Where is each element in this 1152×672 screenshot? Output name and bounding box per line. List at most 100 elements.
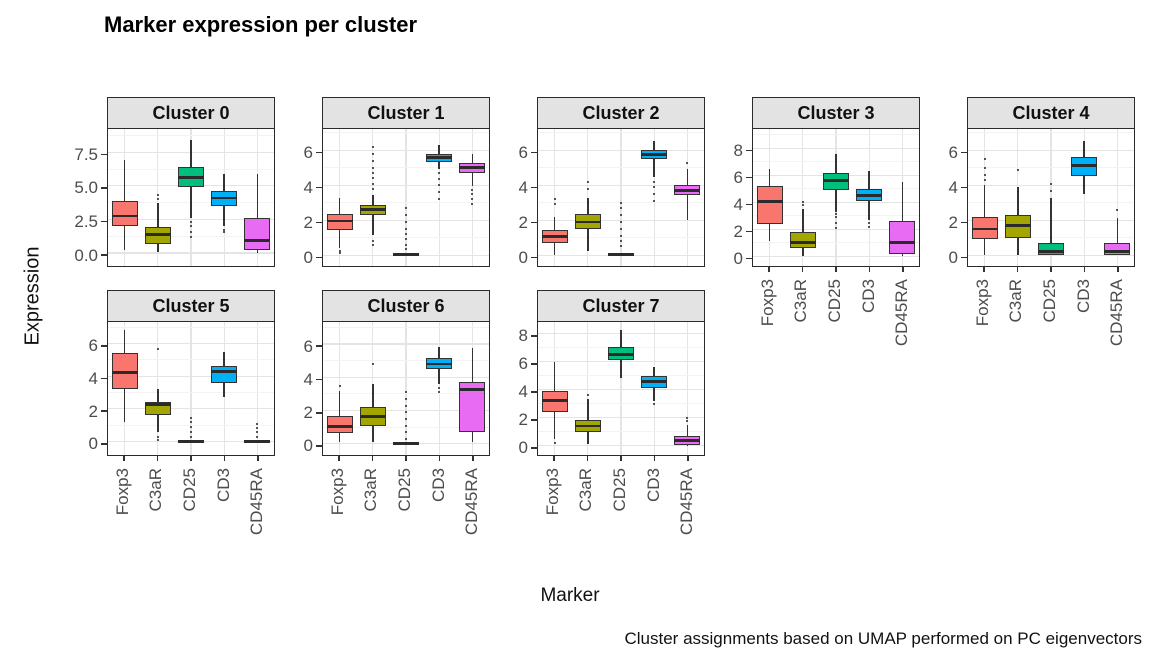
gridline-minor: [753, 215, 919, 217]
y-tick: [961, 256, 967, 259]
whisker: [686, 424, 689, 446]
facet-strip-label: Cluster 3: [797, 103, 875, 123]
gridline-major: [538, 184, 704, 186]
x-tick-label-C3aR: C3aR: [1006, 279, 1026, 323]
gridline-minor: [538, 403, 704, 405]
x-tick-label-C3aR: C3aR: [791, 279, 811, 323]
outlier-dot: [190, 425, 192, 428]
outlier-dot: [438, 178, 441, 181]
plot-panel: [322, 321, 490, 457]
outlier-dot: [438, 184, 441, 187]
gridline-major: [538, 219, 704, 221]
gridline-major: [968, 184, 1134, 186]
outlier-dot: [223, 228, 226, 231]
gridline-minor: [538, 237, 704, 239]
plot-panel: [537, 128, 705, 268]
outlier-dot: [156, 438, 159, 441]
outlier-dot: [371, 166, 374, 169]
boxplot-box-Foxp3: [756, 186, 783, 224]
outlier-dot: [586, 394, 589, 397]
y-tick: [316, 411, 322, 414]
outlier-dot: [405, 411, 407, 414]
y-tick-label: 6: [303, 336, 313, 356]
x-tick-label-CD3: CD3: [428, 468, 448, 503]
median-line: [1004, 224, 1031, 227]
gridline-vertical: [339, 322, 341, 456]
y-tick: [316, 221, 322, 224]
gridline-major: [108, 218, 274, 220]
y-tick: [746, 203, 752, 206]
outlier-dot: [371, 243, 374, 246]
outlier-dot: [553, 203, 556, 206]
outlier-dot: [190, 235, 192, 238]
outlier-dot: [405, 243, 407, 246]
y-tick: [101, 377, 107, 380]
y-tick-label: 4: [303, 369, 313, 389]
y-axis-title: Expression: [21, 246, 44, 346]
x-tick-label-CD25: CD25: [610, 468, 629, 512]
gridline-vertical: [802, 129, 804, 267]
outlier-dot: [471, 198, 474, 201]
gridline-minor: [323, 237, 489, 239]
gridline-vertical: [554, 129, 556, 267]
gridline-vertical: [686, 322, 688, 456]
gridline-major: [108, 375, 274, 377]
median-line: [541, 399, 568, 403]
y-tick-label: 2.5: [74, 212, 98, 231]
outlier-dot: [438, 172, 441, 174]
x-tick-label-C3aR: C3aR: [146, 468, 166, 512]
outlier-dot: [438, 391, 441, 394]
gridline-vertical: [157, 322, 159, 456]
facet-strip: Cluster 5: [107, 290, 275, 323]
y-tick: [746, 176, 752, 179]
gridline-major: [753, 147, 919, 149]
x-tick: [983, 266, 985, 272]
y-tick: [531, 335, 537, 337]
median-line: [244, 439, 271, 443]
boxplot-box-Foxp3: [326, 415, 353, 433]
outlier-dot: [256, 435, 259, 438]
gridline-major: [323, 184, 489, 186]
median-line: [144, 233, 171, 237]
outlier-dot: [1016, 168, 1019, 171]
gridline-minor: [538, 132, 704, 134]
gridline-vertical: [620, 322, 622, 456]
y-tick: [101, 153, 107, 156]
outlier-dot: [190, 225, 192, 228]
median-line: [608, 353, 634, 356]
facet-strip: Cluster 6: [322, 290, 490, 323]
median-line: [641, 153, 668, 157]
median-line: [889, 241, 916, 245]
x-tick: [768, 266, 770, 272]
x-tick: [472, 455, 474, 461]
gridline-vertical: [587, 129, 589, 267]
plot-panel: [107, 128, 275, 268]
outlier-dot: [438, 198, 441, 201]
y-tick-label: 8: [518, 326, 528, 346]
y-tick-label: 5.0: [74, 178, 98, 198]
outlier-dot: [553, 198, 556, 201]
x-tick-label-CD45RA: CD45RA: [1107, 279, 1127, 347]
outlier-dot: [405, 247, 407, 250]
gridline-minor: [323, 132, 489, 134]
y-tick: [316, 345, 322, 348]
outlier-dot: [405, 206, 407, 209]
outlier-dot: [371, 172, 374, 174]
gridline-minor: [108, 424, 274, 426]
x-tick: [801, 266, 804, 272]
y-tick: [531, 221, 537, 224]
median-line: [789, 240, 816, 244]
outlier-dot: [686, 420, 689, 423]
gridline-major: [323, 376, 489, 378]
facet-strip-label: Cluster 6: [367, 296, 445, 316]
y-tick-label: 2: [303, 403, 313, 423]
gridline-vertical: [339, 129, 341, 267]
gridline-major: [108, 408, 274, 410]
outlier-dot: [868, 222, 871, 225]
facet-strip: Cluster 3: [752, 97, 920, 130]
outlier-dot: [338, 249, 341, 252]
outlier-dot: [983, 166, 986, 169]
